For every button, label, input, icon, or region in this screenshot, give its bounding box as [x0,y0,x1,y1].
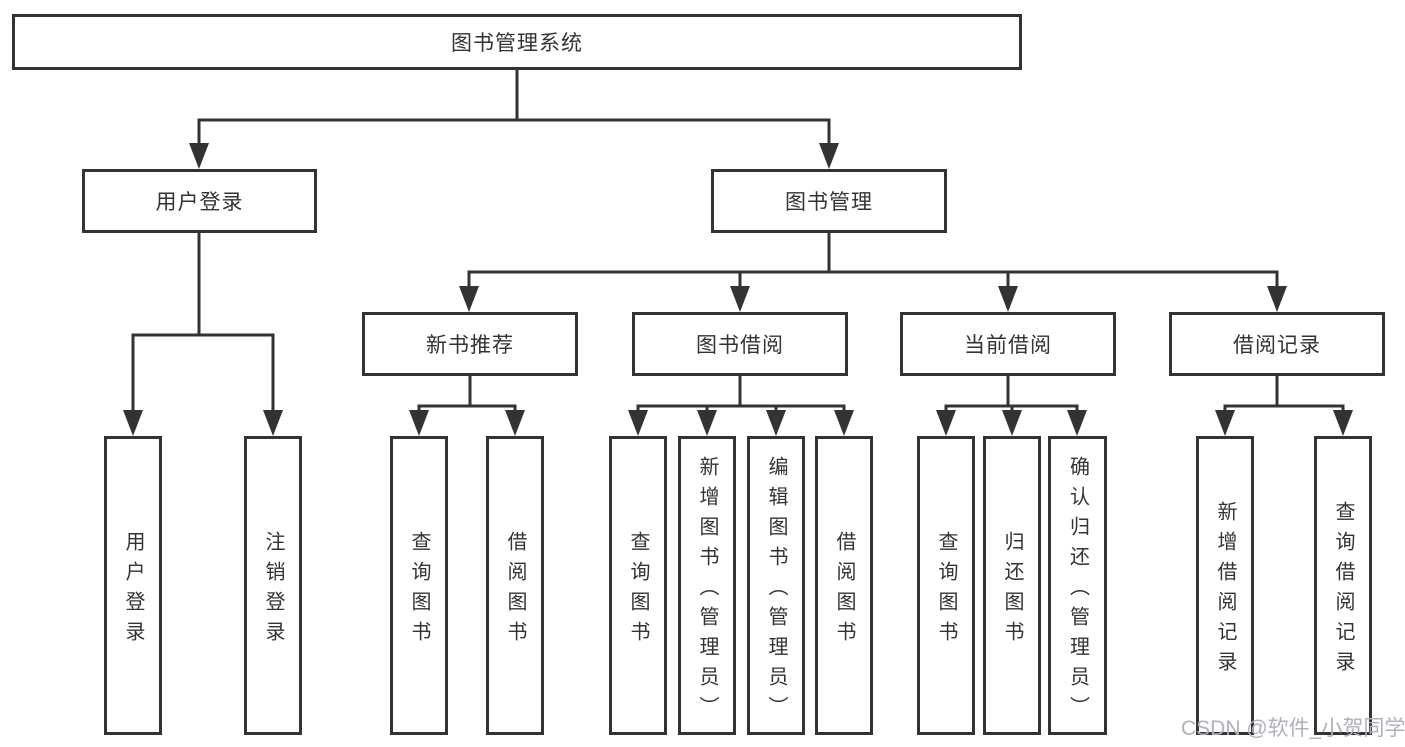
leaf-borrow-edit-books-label: 编辑图书（管理员） [765,455,787,726]
arrow-icon [628,410,648,436]
node-root-label: 图书管理系统 [451,32,583,55]
node-book-borrow-label: 图书借阅 [696,334,784,357]
arrow-icon [1333,410,1353,436]
connector-user-login-children [131,233,275,413]
leaf-current-confirm-return: 确认归还（管理员） [1048,436,1107,735]
arrow-icon [730,286,750,312]
arrow-icon [1002,410,1022,436]
connector-borrow-records-children [1223,376,1345,412]
node-book-management: 图书管理 [711,169,947,233]
leaf-user-login-label: 用户登录 [122,530,144,651]
arrow-icon [1267,286,1287,312]
leaf-borrow-edit-books: 编辑图书（管理员） [747,436,805,735]
leaf-borrow-add-books: 新增图书（管理员） [678,436,736,735]
arrow-icon [766,410,786,436]
arrow-icon [834,410,854,436]
arrow-icon [189,143,209,169]
leaf-newbook-borrow-books: 借阅图书 [486,436,544,735]
arrow-icon [263,410,283,436]
leaf-records-query-record: 查询借阅记录 [1314,436,1372,735]
connector-book-borrow-children [636,376,846,412]
leaf-current-return-books-label: 归还图书 [1001,530,1023,651]
leaf-borrow-add-books-label: 新增图书（管理员） [696,455,718,726]
leaf-records-add-record-label: 新增借阅记录 [1214,500,1236,681]
leaf-logout-label: 注销登录 [262,530,284,651]
connector-new-book-children [417,376,517,412]
csdn-watermark: CSDN @软件_小贺同学 [1181,717,1405,740]
leaf-newbook-borrow-books-label: 借阅图书 [504,530,526,651]
node-borrow-records: 借阅记录 [1169,312,1385,376]
node-borrow-records-label: 借阅记录 [1233,334,1321,357]
leaf-borrow-borrow-books-label: 借阅图书 [833,530,855,651]
arrow-icon [123,410,143,436]
leaf-logout: 注销登录 [244,436,302,735]
arrow-icon [1067,410,1087,436]
leaf-borrow-borrow-books: 借阅图书 [815,436,873,735]
arrow-icon [409,410,429,436]
leaf-borrow-query-books: 查询图书 [609,436,667,735]
arrow-icon [998,286,1018,312]
node-user-login-label: 用户登录 [155,191,244,214]
arrow-icon [819,143,839,169]
leaf-borrow-query-books-label: 查询图书 [627,530,649,651]
leaf-current-confirm-return-label: 确认归还（管理员） [1066,455,1089,726]
leaf-current-query-books: 查询图书 [917,436,975,735]
node-user-login: 用户登录 [82,169,317,233]
arrow-icon [505,410,525,436]
leaf-current-query-books-label: 查询图书 [935,530,957,651]
arrow-icon [459,286,479,312]
node-new-book-recommend-label: 新书推荐 [426,334,514,357]
arrow-icon [936,410,956,436]
arrow-icon [697,410,717,436]
node-book-management-label: 图书管理 [785,191,873,214]
node-book-borrow: 图书借阅 [632,312,848,376]
leaf-records-query-record-label: 查询借阅记录 [1332,500,1354,681]
connector-root-to-level2 [197,70,831,146]
leaf-current-return-books: 归还图书 [983,436,1041,735]
node-root: 图书管理系统 [12,14,1022,70]
leaf-records-add-record: 新增借阅记录 [1196,436,1254,735]
connector-current-borrow-children [944,376,1079,412]
node-current-borrow: 当前借阅 [900,312,1116,376]
arrow-icon [1215,410,1235,436]
node-new-book-recommend: 新书推荐 [362,312,578,376]
node-current-borrow-label: 当前借阅 [964,334,1052,357]
leaf-newbook-query-books-label: 查询图书 [408,530,430,651]
leaf-newbook-query-books: 查询图书 [390,436,448,735]
leaf-user-login: 用户登录 [104,436,162,735]
connector-book-management-children [467,233,1279,289]
